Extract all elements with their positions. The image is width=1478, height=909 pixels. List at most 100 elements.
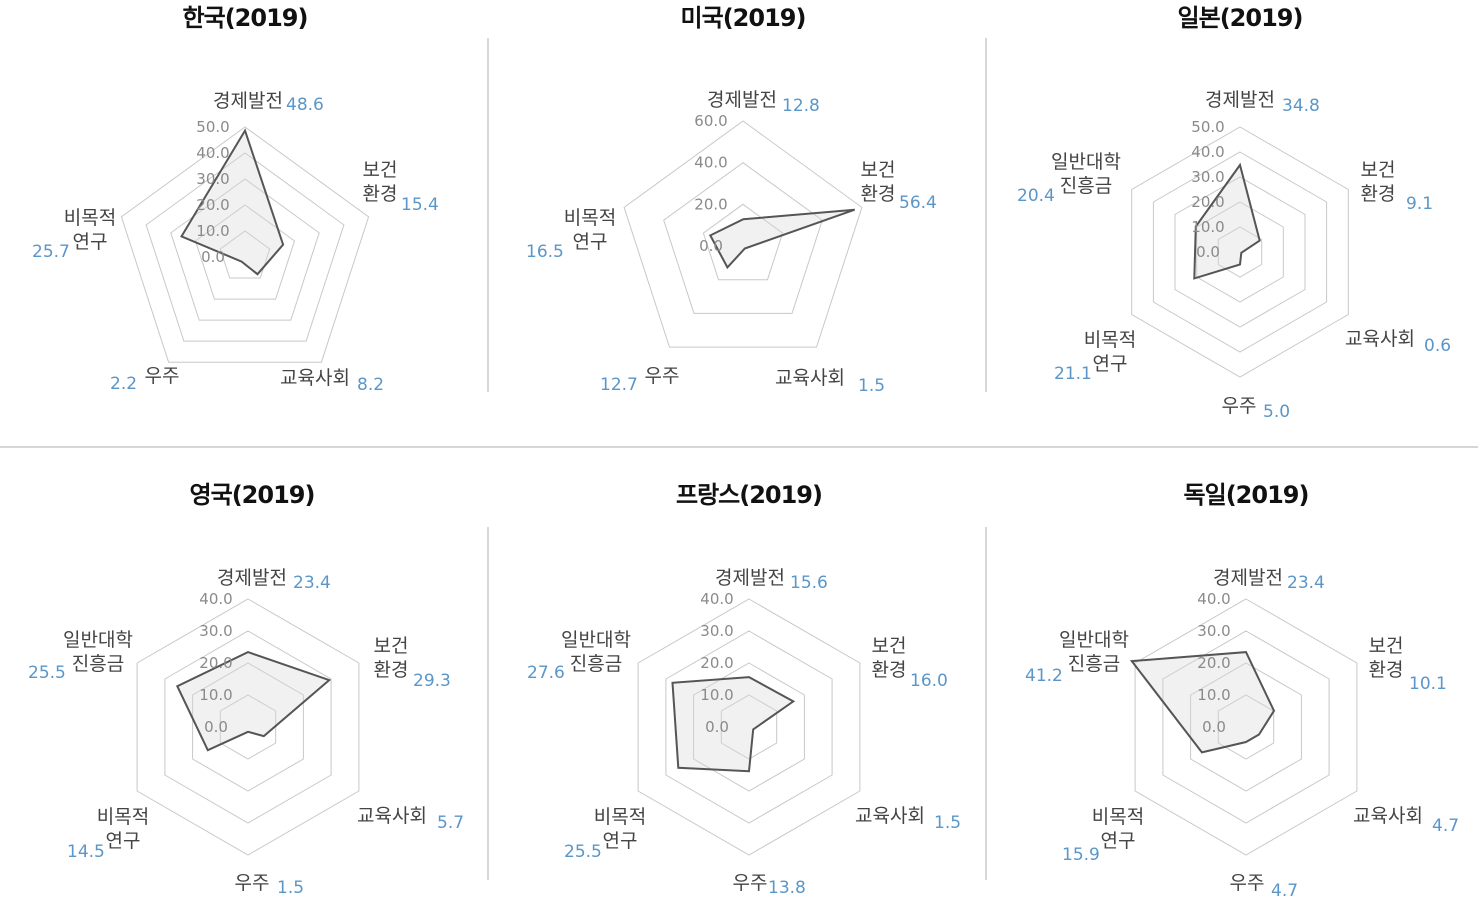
value-label: 12.7 [600,375,638,395]
value-label: 12.8 [782,96,820,116]
tick-label: 50.0 [1191,118,1224,136]
category-label: 교육사회 [1345,328,1415,350]
value-label: 16.0 [910,671,948,691]
category-label: 교육사회 [357,805,427,827]
value-label: 13.8 [768,878,806,898]
grid-ring [170,178,320,321]
value-label: 0.6 [1424,336,1451,356]
value-label: 1.5 [934,813,961,833]
category-label: 교육사회 [855,805,925,827]
chart-title: 프랑스(2019) [676,481,822,509]
grid-ring [663,162,823,314]
tick-label: 30.0 [196,170,229,188]
grid-ring [136,598,360,856]
value-label: 9.1 [1406,194,1433,214]
value-label: 15.6 [790,573,828,593]
tick-label: 0.0 [204,718,228,736]
tick-label: 20.0 [1191,193,1224,211]
value-label: 34.8 [1282,96,1320,116]
tick-label: 30.0 [1191,168,1224,186]
series-polygon [671,676,796,773]
grid-ring [665,630,833,824]
tick-label: 20.0 [196,196,229,214]
series-polygon [1129,651,1276,754]
category-label-line: 비목적 [594,806,646,828]
category-label-line: 연구 [73,231,108,253]
category-label-line: 연구 [1093,353,1128,375]
grid-ring [192,662,304,792]
grid-ring [219,230,271,279]
tick-label: 50.0 [196,118,229,136]
tick-label: 60.0 [694,112,727,130]
value-label: 48.6 [286,95,324,115]
category-label-line: 환경 [1369,659,1404,681]
category-label-line: 환경 [374,659,409,681]
grid-ring [623,120,863,348]
tick-label: 0.0 [201,248,225,266]
category-label: 교육사회 [775,367,845,389]
value-label: 56.4 [899,193,937,213]
category-label-line: 보건 [363,159,398,181]
category-label-line: 우주 [235,872,270,894]
grid-ring [702,203,784,281]
grid-ring [219,694,277,760]
value-label: 5.7 [437,813,464,833]
category-label-line: 우주 [733,872,768,894]
tick-label: 40.0 [196,144,229,162]
category-label: 우주 [1222,395,1257,417]
tick-label: 20.0 [199,654,232,672]
category-label: 경제발전 [1205,89,1275,111]
category-label-line: 비목적 [1084,329,1136,351]
grid-ring [145,152,345,342]
category-label-line: 경제발전 [213,90,283,112]
category-label-line: 우주 [145,365,180,387]
category-label: 우주 [145,365,180,387]
grid-ring [194,204,296,300]
category-label-line: 경제발전 [707,89,777,111]
value-label: 27.6 [527,663,565,683]
category-label-line: 진흥금 [72,653,124,675]
category-label-line: 교육사회 [1353,805,1423,827]
value-label: 15.4 [401,195,439,215]
category-label-line: 환경 [861,183,896,205]
category-label-line: 보건 [872,635,907,657]
tick-label: 10.0 [196,222,229,240]
grid-ring [120,126,370,363]
value-label: 14.5 [67,842,105,862]
category-label-line: 연구 [106,830,141,852]
value-label: 8.2 [357,375,384,395]
value-label: 25.5 [564,842,602,862]
value-label: 23.4 [1287,573,1325,593]
value-label: 15.9 [1062,845,1100,865]
category-label-line: 환경 [872,659,907,681]
value-label: 1.5 [858,376,885,396]
category-label: 경제발전 [715,567,785,589]
category-label: 교육사회 [1353,805,1423,827]
grid-ring [1134,598,1358,856]
category-label: 경제발전 [217,567,287,589]
category-label-line: 일반대학 [1051,151,1121,173]
category-label-line: 비목적 [564,207,616,229]
grid-ring [637,598,861,856]
chart-title: 한국(2019) [183,4,308,32]
category-label: 우주 [235,872,270,894]
value-label: 2.2 [110,374,137,394]
tick-label: 30.0 [199,622,232,640]
category-label: 우주 [733,872,768,894]
tick-label: 40.0 [1191,143,1224,161]
value-label: 4.7 [1271,881,1298,901]
category-label: 경제발전 [707,89,777,111]
